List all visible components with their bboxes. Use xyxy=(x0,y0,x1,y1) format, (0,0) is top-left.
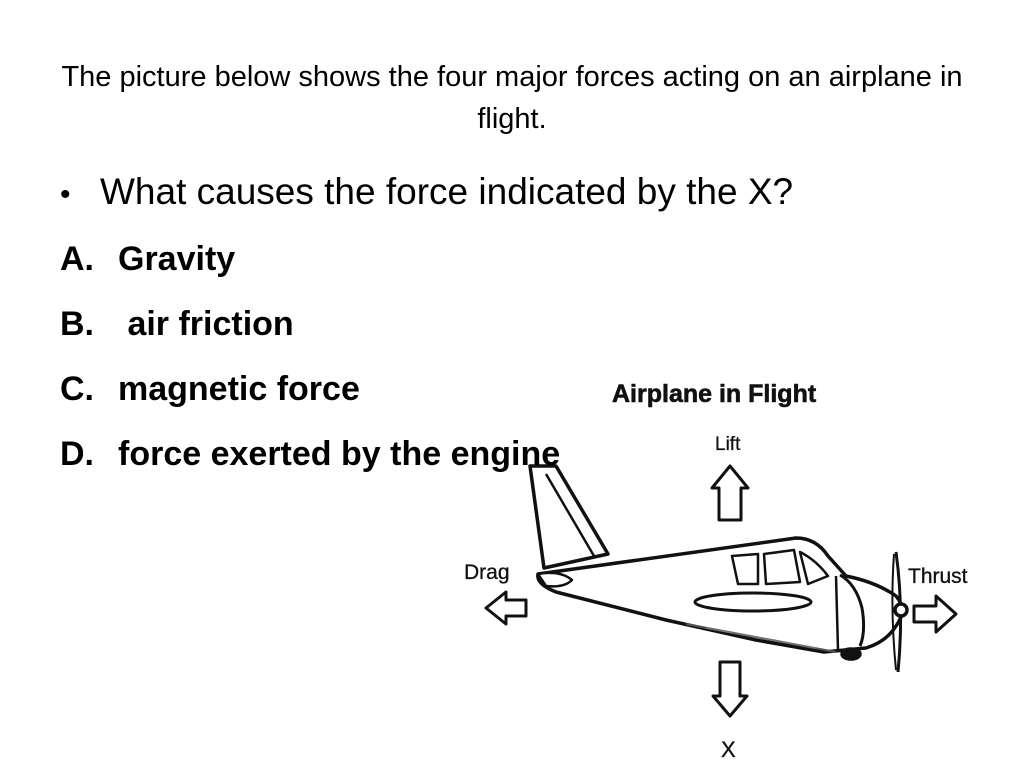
answer-option-a: A. Gravity xyxy=(60,234,560,299)
diagram-title: Airplane in Flight xyxy=(612,380,817,408)
thrust-label: Thrust xyxy=(908,565,968,588)
option-text: magnetic force xyxy=(118,370,360,408)
answer-option-d: D. force exerted by the engine xyxy=(60,429,560,494)
x-label: X xyxy=(721,737,736,762)
option-letter: A. xyxy=(60,240,94,278)
drag-label: Drag xyxy=(464,561,510,584)
airplane-forces-diagram: Airplane in Flight Lift Drag Thrust X xyxy=(456,370,986,765)
option-text: air friction xyxy=(118,305,294,343)
answer-options-list: A. Gravity B. air friction C. magnetic f… xyxy=(60,234,560,494)
airplane-illustration xyxy=(528,464,909,673)
lift-label: Lift xyxy=(715,434,741,455)
answer-option-c: C. magnetic force xyxy=(60,364,560,429)
slide-title: The picture below shows the four major f… xyxy=(61,61,963,135)
answer-option-b: B. air friction xyxy=(60,299,560,364)
x-arrow-icon xyxy=(711,660,749,718)
question-text: What causes the force indicated by the X… xyxy=(100,171,794,212)
thrust-arrow-icon xyxy=(912,594,958,634)
question-bullet-item: • What causes the force indicated by the… xyxy=(60,168,793,219)
option-text: force exerted by the engine xyxy=(118,435,561,473)
option-text: Gravity xyxy=(118,240,236,278)
drag-arrow-icon xyxy=(484,590,528,626)
lift-arrow-icon xyxy=(710,464,750,522)
option-letter: C. xyxy=(60,370,94,408)
option-letter: D. xyxy=(60,435,94,473)
bullet-icon: • xyxy=(60,178,71,211)
option-letter: B. xyxy=(60,305,94,343)
